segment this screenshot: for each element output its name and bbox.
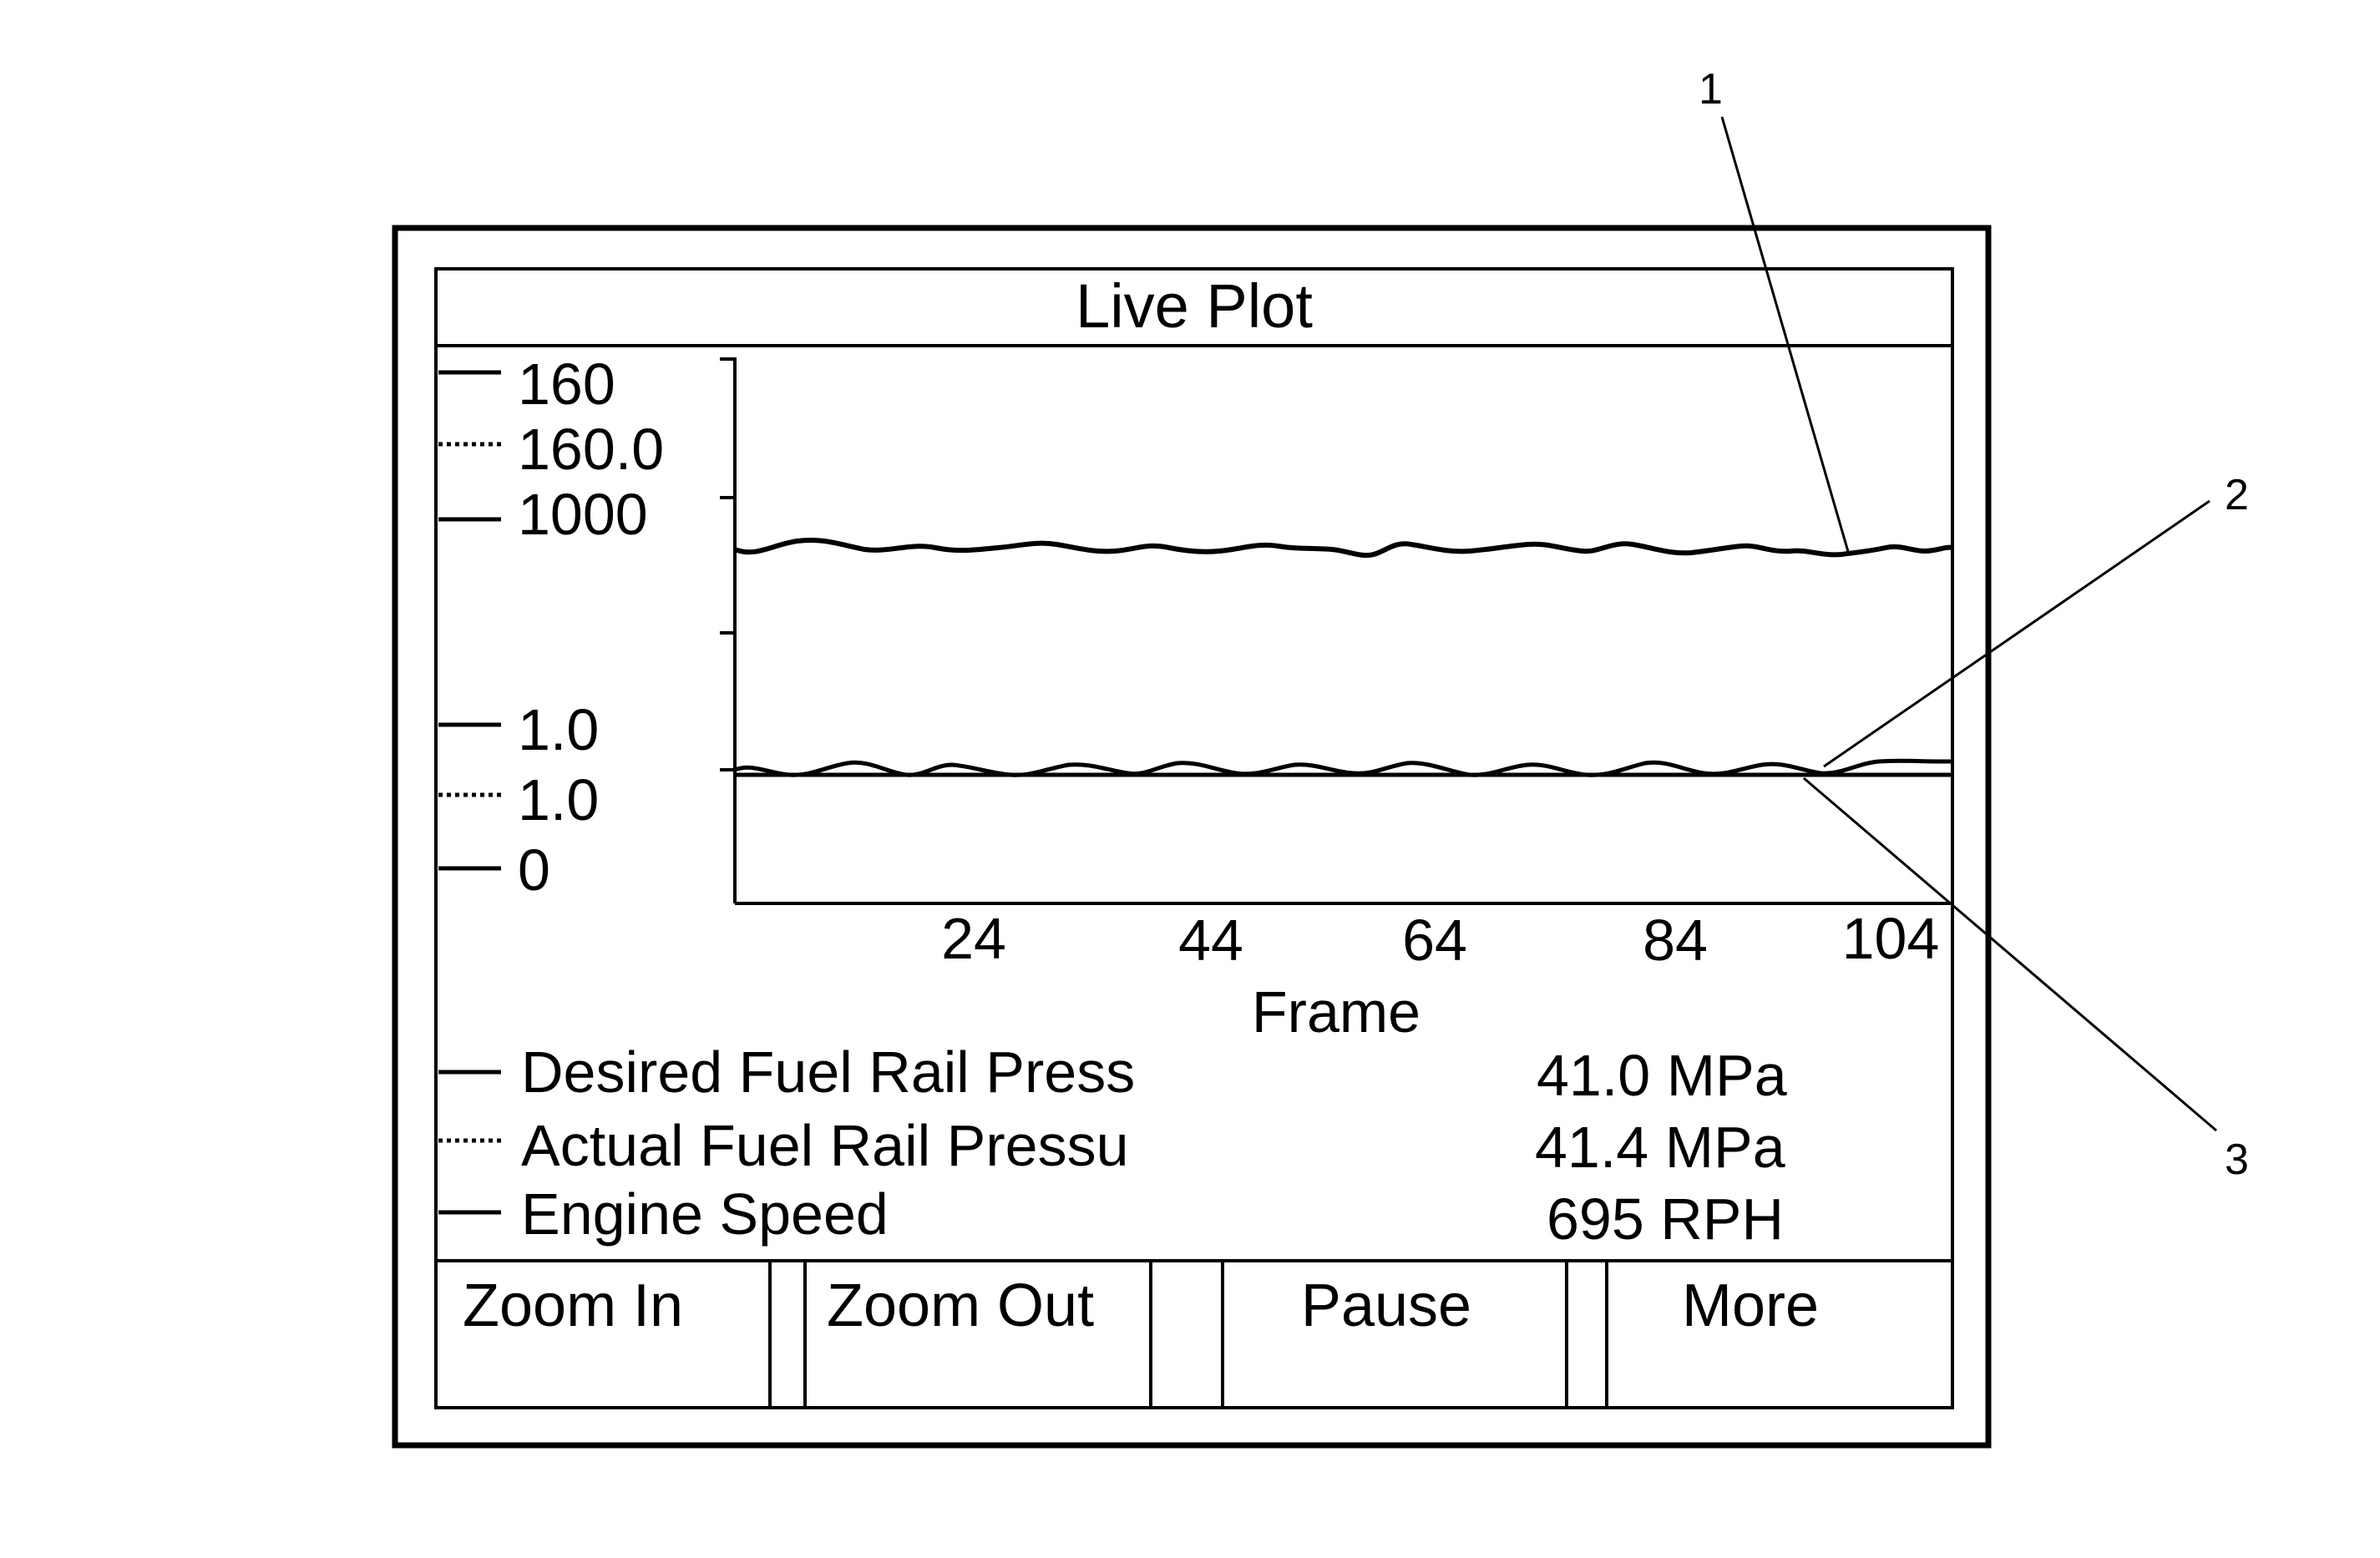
callouts: 1 2 3 [1699,65,2249,1184]
actual-fuel-rail-trace [734,758,1952,777]
more-button[interactable]: More [1605,1259,1954,1409]
screen-frame [434,267,1954,1409]
scale-labels: 160 160.0 1000 1.0 1.0 0 [438,352,664,903]
zoom-out-button[interactable]: Zoom Out [803,1259,1152,1409]
callout-line-2 [1823,499,2210,768]
callout-line-1 [1720,116,1851,555]
legend-value-2: 41.4 MPa [1535,1115,1785,1180]
x-tick-label: 24 [941,906,1006,971]
x-tick-label: 104 [1842,906,1940,971]
legend-label-1: Desired Fuel Rail Press [521,1040,1135,1105]
zoom-in-button-label[interactable]: Zoom In [463,1272,683,1339]
pause-button-label[interactable]: Pause [1301,1272,1471,1339]
x-tick-label: 64 [1402,908,1467,973]
pause-button-frame[interactable] [1221,1259,1568,1409]
scale-label-3: 1000 [518,482,648,547]
legend-value-1: 41.0 MPa [1537,1043,1787,1108]
legend-label-2: Actual Fuel Rail Pressu [521,1113,1129,1178]
zoom-in-button[interactable]: Zoom In [434,1259,772,1409]
scale-label-1: 160 [518,352,615,417]
scale-label-5: 1.0 [518,767,599,832]
more-button-frame[interactable] [1605,1259,1954,1409]
scale-label-4: 1.0 [518,697,599,762]
device-outer-frame [392,225,1992,1449]
plot-area [720,357,1953,905]
legend-value-3: 695 RPH [1547,1186,1784,1252]
x-tick-labels: 24 44 64 84 104 [941,906,1939,973]
x-tick-label: 44 [1178,908,1243,973]
callout-number-2: 2 [2225,471,2249,519]
x-axis-label: Frame [1252,979,1420,1045]
callout-number-1: 1 [1699,65,1723,114]
zoom-out-button-frame[interactable] [803,1259,1152,1409]
x-tick-label: 84 [1643,908,1708,973]
callout-number-3: 3 [2225,1136,2249,1184]
engine-speed-trace [733,537,1953,559]
zoom-out-button-label[interactable]: Zoom Out [827,1272,1094,1339]
window-title: Live Plot [1076,271,1313,341]
zoom-in-button-frame[interactable] [434,1259,772,1409]
legend-label-3: Engine Speed [521,1181,889,1247]
callout-line-3 [1803,776,2217,1132]
legend: Desired Fuel Rail Press 41.0 MPa Actual … [438,1040,1787,1252]
scale-label-2: 160.0 [518,417,664,482]
pause-button[interactable]: Pause [1221,1259,1568,1409]
scale-label-6: 0 [518,837,550,903]
more-button-label[interactable]: More [1682,1272,1819,1339]
